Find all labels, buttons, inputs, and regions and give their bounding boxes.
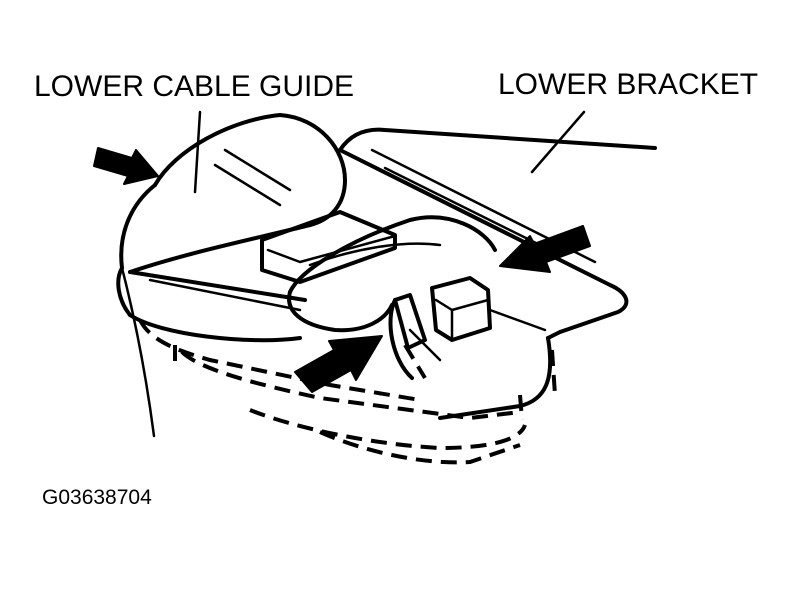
leader-lines bbox=[120, 110, 586, 438]
lower-bracket-plate bbox=[338, 127, 657, 420]
arrow-right bbox=[499, 225, 591, 273]
arrow-top-left bbox=[93, 147, 159, 185]
center-block bbox=[260, 210, 497, 333]
figure-id-label: G03638704 bbox=[42, 486, 152, 509]
bracket-leader bbox=[530, 110, 586, 174]
lower-cable-guide-label: LOWER CABLE GUIDE bbox=[34, 70, 355, 103]
latch-clip bbox=[388, 276, 547, 380]
cable-guide-leader bbox=[193, 110, 202, 194]
arrow-bottom-left bbox=[294, 335, 383, 393]
left-edge-line bbox=[120, 266, 156, 438]
lower-bracket-label: LOWER BRACKET bbox=[498, 68, 759, 101]
hidden-outline-lines bbox=[138, 319, 557, 465]
lower-cable-guide-body bbox=[116, 113, 347, 343]
